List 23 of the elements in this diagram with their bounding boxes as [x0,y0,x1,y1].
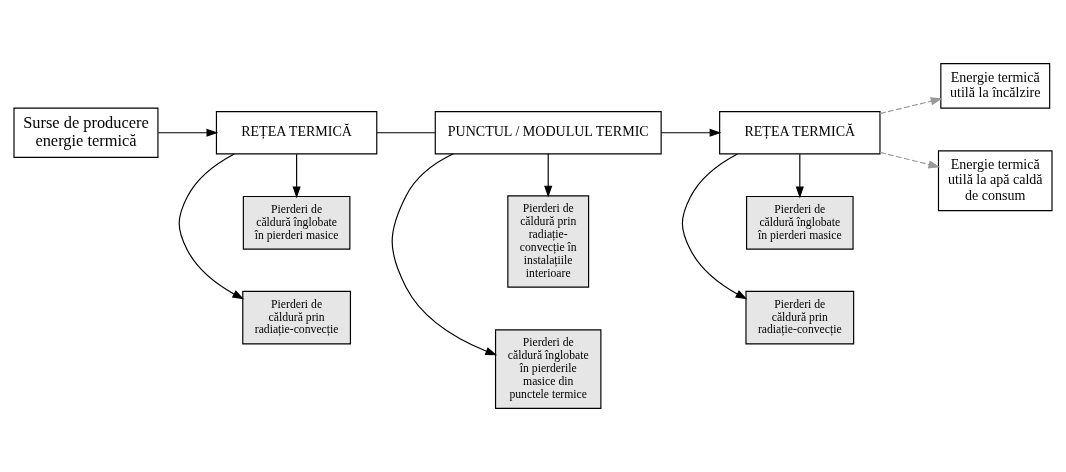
node-box: PUNCTUL / MODULUL TERMIC [434,111,662,155]
arrow [178,153,245,300]
node-box: Surse de producere energie termică [13,107,159,158]
node-box: Pierderi de căldură prin radiație- convecție în instalațiile interioare [507,195,590,288]
connector [376,132,436,134]
node-box: Pierderi de căldură prin radiație-convecție [242,290,352,345]
arrow [795,153,804,199]
arrow [292,153,301,199]
arrow [879,97,943,115]
node-box: REȚEA TERMICĂ [719,111,881,155]
node-box: Energie termică utilă la încălzire [940,63,1051,109]
arrow [391,153,498,356]
node-box: Pierderi de căldură prin radiație-convecție [745,290,855,345]
arrow [544,153,553,198]
arrow [157,128,219,137]
arrow [660,128,722,137]
node-box: Pierderi de căldură înglobate în pierderile masice din punctele termice [494,329,602,409]
arrow [681,153,748,300]
arrow [879,151,941,169]
node-box: Pierderi de căldură înglobate în pierderi masice [242,195,351,250]
node-box: REȚEA TERMICĂ [215,111,378,155]
node-box: Pierderi de căldură înglobate în pierderi masice [746,195,854,250]
node-box: Energie termică utilă la apă caldă de consum [937,150,1053,212]
